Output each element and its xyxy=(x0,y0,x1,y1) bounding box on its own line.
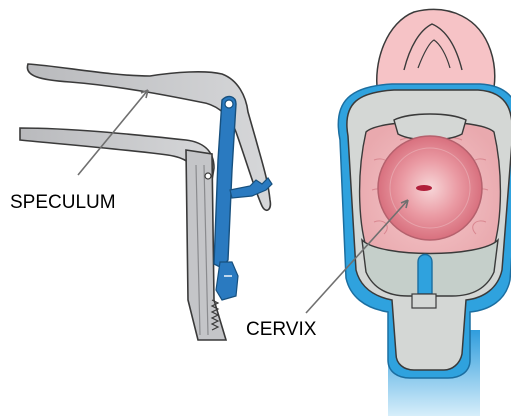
cervix-label: CERVIX xyxy=(246,319,317,340)
cervical-os xyxy=(416,185,432,191)
speculum-label: SPECULUM xyxy=(10,192,116,213)
front-blue-ratchet xyxy=(418,255,432,295)
speculum-blue-lock xyxy=(216,262,238,300)
cervix-view-illustration xyxy=(338,9,511,416)
speculum-lower-blade xyxy=(20,128,214,180)
speculum-blue-lever xyxy=(214,97,236,268)
speculum-pivot-screw xyxy=(205,173,211,179)
